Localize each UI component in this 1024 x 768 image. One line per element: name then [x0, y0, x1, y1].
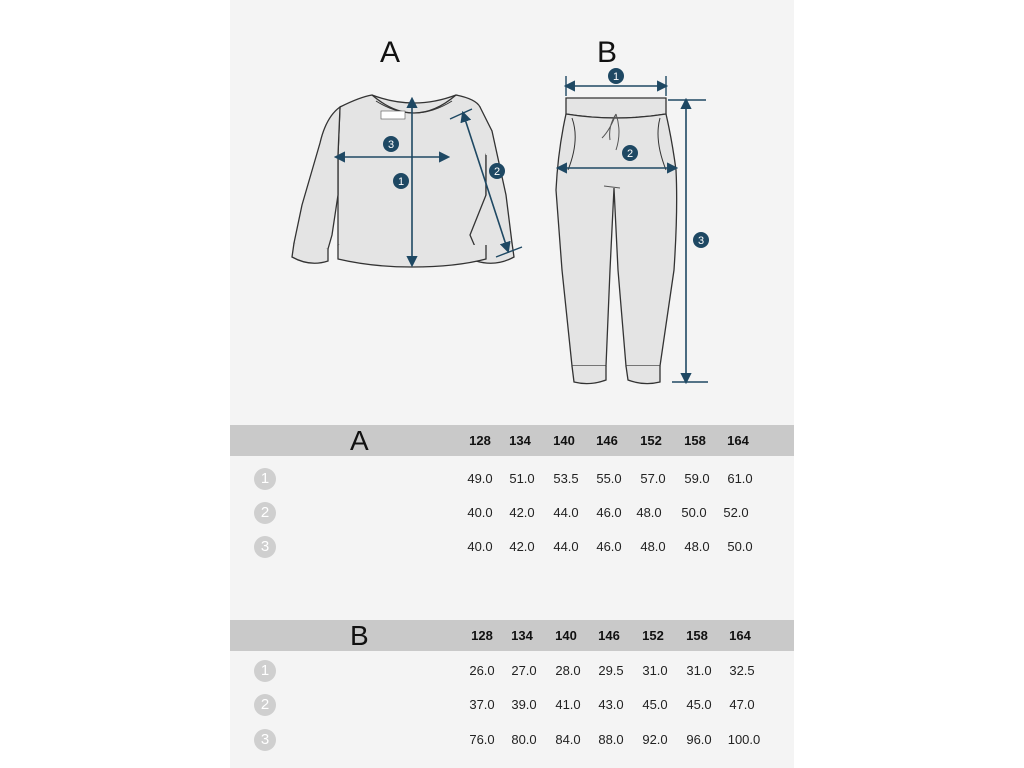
- table-cell: 32.5: [729, 663, 755, 678]
- marker-3-icon: 3: [383, 136, 399, 152]
- diagram-b-label: B: [597, 36, 618, 69]
- table-cell: 44.0: [553, 539, 579, 554]
- svg-text:3: 3: [388, 139, 394, 151]
- size-table-a: A 128 134 140 146 152 158 164 1 49.0 51.…: [230, 425, 794, 558]
- table-cell: 49.0: [467, 471, 493, 486]
- sweatshirt-diagram: [291, 94, 523, 268]
- marker-1-icon: 1: [393, 173, 409, 189]
- table-cell: 43.0: [598, 697, 624, 712]
- table-cell: 88.0: [598, 732, 624, 747]
- table-cell: 41.0: [555, 697, 581, 712]
- row-marker: 1: [254, 660, 276, 682]
- marker-2-icon: 2: [622, 145, 638, 161]
- svg-text:2: 2: [494, 166, 500, 178]
- trousers-diagram: [555, 76, 708, 385]
- svg-text:1: 1: [398, 176, 404, 188]
- size-header: 158: [686, 628, 708, 643]
- table-cell: 57.0: [640, 471, 666, 486]
- size-header: 140: [553, 433, 575, 448]
- table-cell: 42.0: [509, 539, 535, 554]
- table-cell: 61.0: [727, 471, 753, 486]
- row-marker: 2: [254, 502, 276, 524]
- table-cell: 84.0: [555, 732, 581, 747]
- diagram-a-label: A: [380, 36, 401, 69]
- table-cell: 40.0: [467, 539, 493, 554]
- trousers-legs: [555, 113, 678, 367]
- table-header: A 128 134 140 146 152 158 164: [230, 425, 794, 456]
- table-header: B 128 134 140 146 152 158 164: [230, 620, 794, 651]
- table-cell: 50.0: [727, 539, 753, 554]
- size-header: 152: [640, 433, 662, 448]
- table-cell: 39.0: [511, 697, 537, 712]
- svg-text:2: 2: [627, 148, 633, 160]
- size-header: 152: [642, 628, 664, 643]
- svg-text:1: 1: [613, 71, 619, 83]
- marker-3-icon: 3: [693, 232, 709, 248]
- size-header: 164: [727, 433, 749, 448]
- table-cell: 31.0: [642, 663, 668, 678]
- marker-2-icon: 2: [489, 163, 505, 179]
- row-marker: 3: [254, 729, 276, 751]
- row-marker: 2: [254, 694, 276, 716]
- table-cell: 46.0: [596, 539, 622, 554]
- table-row: 3 76.0 80.0 84.0 88.0 92.0 96.0 100.0: [230, 726, 794, 754]
- table-cell: 40.0: [467, 505, 493, 520]
- table-letter: A: [350, 425, 369, 456]
- size-header: 140: [555, 628, 577, 643]
- table-cell: 51.0: [509, 471, 535, 486]
- sweatshirt-left-sleeve: [293, 105, 341, 252]
- svg-text:3: 3: [698, 235, 704, 247]
- table-cell: 80.0: [511, 732, 537, 747]
- size-header: 134: [511, 628, 533, 643]
- table-cell: 47.0: [729, 697, 755, 712]
- table-cell: 42.0: [509, 505, 535, 520]
- size-header: 128: [471, 628, 493, 643]
- table-cell: 26.0: [469, 663, 495, 678]
- table-cell: 28.0: [555, 663, 581, 678]
- table-cell: 96.0: [686, 732, 712, 747]
- size-header: 158: [684, 433, 706, 448]
- table-cell: 100.0: [727, 732, 761, 747]
- size-header: 128: [469, 433, 491, 448]
- size-header: 146: [598, 628, 620, 643]
- table-cell: 92.0: [642, 732, 668, 747]
- table-cell: 45.0: [686, 697, 712, 712]
- size-header: 164: [729, 628, 751, 643]
- table-cell: 29.5: [598, 663, 624, 678]
- table-cell: 45.0: [642, 697, 668, 712]
- size-table-b: B 128 134 140 146 152 158 164 1 26.0 27.…: [230, 620, 794, 751]
- table-cell: 48.0: [640, 539, 666, 554]
- table-cell: 52.0: [723, 505, 749, 520]
- table-cell: 53.5: [553, 471, 579, 486]
- size-header: 146: [596, 433, 618, 448]
- table-row: 2 40.0 42.0 44.0 46.0 48.0 50.0 52.0: [230, 499, 794, 527]
- table-cell: 46.0: [596, 505, 622, 520]
- table-cell: 48.0: [684, 539, 710, 554]
- marker-1-icon: 1: [608, 68, 624, 84]
- table-cell: 31.0: [686, 663, 712, 678]
- table-cell: 55.0: [596, 471, 622, 486]
- table-cell: 44.0: [553, 505, 579, 520]
- table-row: 3 40.0 42.0 44.0 46.0 48.0 48.0 50.0: [230, 533, 794, 561]
- table-letter: B: [350, 620, 369, 651]
- table-cell: 27.0: [511, 663, 537, 678]
- row-marker: 3: [254, 536, 276, 558]
- table-row: 1 49.0 51.0 53.5 55.0 57.0 59.0 61.0: [230, 465, 794, 493]
- row-marker: 1: [254, 468, 276, 490]
- table-cell: 76.0: [469, 732, 495, 747]
- table-row: 1 26.0 27.0 28.0 29.5 31.0 31.0 32.5: [230, 657, 794, 685]
- table-cell: 59.0: [684, 471, 710, 486]
- table-cell: 37.0: [469, 697, 495, 712]
- table-row: 2 37.0 39.0 41.0 43.0 45.0 45.0 47.0: [230, 691, 794, 719]
- table-cell: 48.0: [636, 505, 662, 520]
- size-header: 134: [509, 433, 531, 448]
- table-cell: 50.0: [681, 505, 707, 520]
